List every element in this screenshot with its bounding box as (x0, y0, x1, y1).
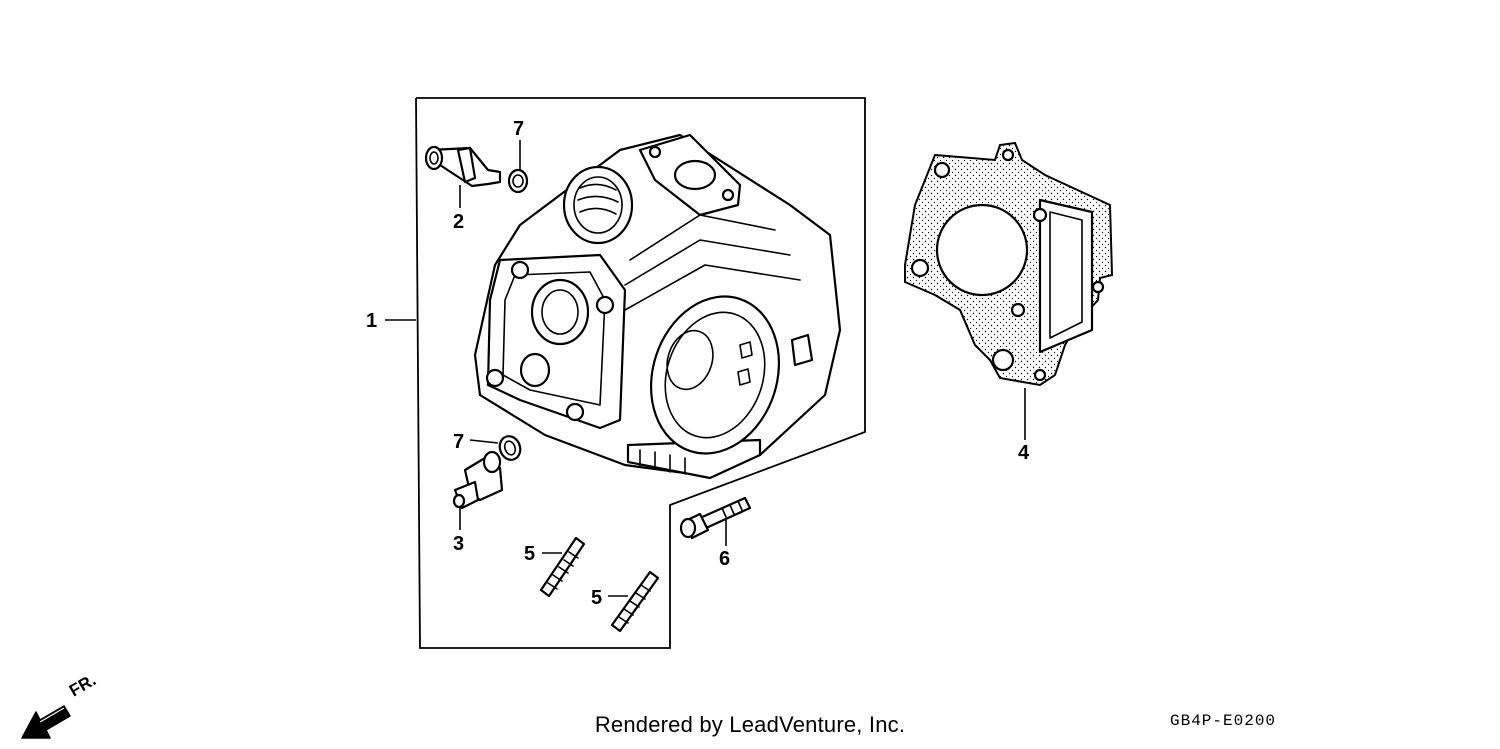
part-6-bolt (679, 496, 752, 540)
front-direction-arrow-icon (21, 705, 71, 739)
part-7-washer-top (507, 168, 529, 194)
part-5-stud-left (539, 536, 586, 598)
render-credit: Rendered by LeadVenture, Inc. (594, 712, 906, 737)
callout-3: 3 (453, 533, 464, 555)
callout-1: 1 (366, 310, 377, 332)
assembly-frame (415, 97, 866, 649)
part-5-stud-right (610, 570, 660, 633)
part-3-fitting (452, 450, 504, 510)
callout-2: 2 (453, 211, 464, 233)
diagram-code: GB4P-E0200 (1170, 712, 1277, 730)
leader-7-bottom (469, 439, 499, 444)
cylinder-head-illustration (473, 133, 842, 480)
callout-5-right: 5 (591, 587, 602, 609)
callout-7-bottom: 7 (453, 431, 464, 453)
callout-6: 6 (719, 548, 730, 570)
part-4-head-gasket (904, 141, 1114, 387)
callout-5-left: 5 (524, 543, 535, 565)
part-7-washer-bottom (498, 435, 522, 461)
callout-4: 4 (1018, 442, 1030, 464)
part-2-fitting (424, 145, 502, 188)
callout-7-top: 7 (513, 118, 524, 140)
